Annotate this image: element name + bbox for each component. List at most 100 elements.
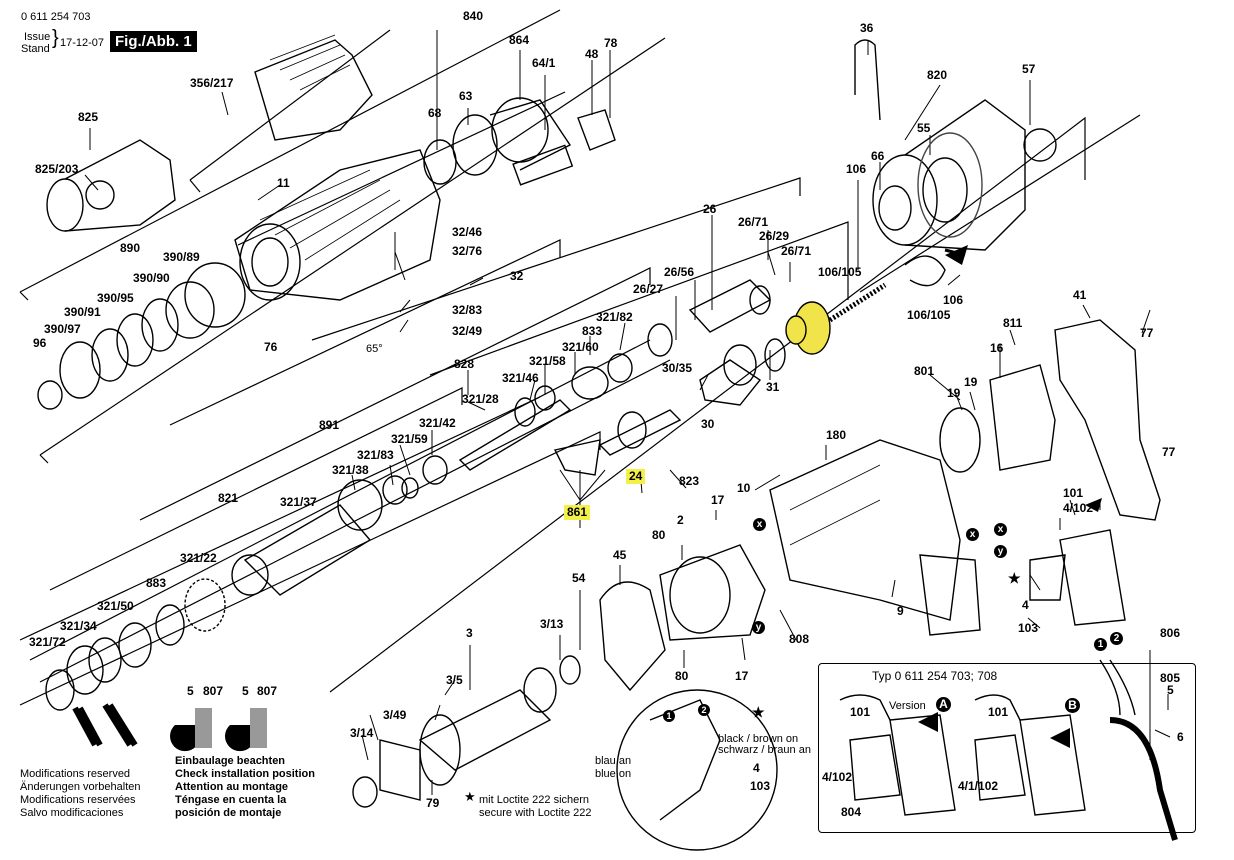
part-label: 390/91 — [64, 305, 101, 319]
part-label: 19 — [947, 386, 961, 400]
part-label: 106 — [846, 162, 867, 176]
part-label: 321/34 — [60, 619, 97, 633]
inset-title: Typ 0 611 254 703; 708 — [872, 669, 998, 683]
callout-2: 2 — [698, 704, 710, 716]
part-label: 11 — [277, 176, 290, 190]
part-label: 808 — [789, 632, 810, 646]
part-label: 26/56 — [664, 265, 695, 279]
part-label: 833 — [582, 324, 603, 338]
part-label: 321/58 — [529, 354, 566, 368]
part-label: 3/49 — [383, 708, 407, 722]
part-label: 840 — [463, 9, 484, 23]
part-label: 883 — [146, 576, 167, 590]
part-label: 801 — [914, 364, 935, 378]
part-label: 16 — [990, 341, 1004, 355]
part-label: 103 — [750, 779, 771, 793]
part-label: 106/105 — [907, 308, 951, 322]
part-label: 32/49 — [452, 324, 483, 338]
part-label: 57 — [1022, 62, 1036, 76]
issue-date: 17-12-07 — [60, 37, 105, 49]
star-icon: ★ — [752, 704, 765, 720]
part-label: 4/102 — [822, 770, 853, 784]
part-label: 825/203 — [35, 162, 79, 176]
part-label: 68 — [428, 106, 442, 120]
part-label: 96 — [33, 336, 47, 350]
part-label: 55 — [917, 121, 931, 135]
part-label: 807 — [257, 684, 278, 698]
part-label: 54 — [572, 571, 586, 585]
part-label: 19 — [964, 375, 978, 389]
part-label: 821 — [218, 491, 239, 505]
part-label: 31 — [766, 380, 780, 394]
part-label: 321/50 — [97, 599, 134, 613]
part-label: 32/46 — [452, 225, 483, 239]
part-label: 26/71 — [781, 244, 812, 258]
part-label: 79 — [426, 796, 440, 810]
part-label: 321/82 — [596, 310, 633, 324]
part-label: 64/1 — [532, 56, 556, 70]
part-label: 17 — [711, 493, 725, 507]
part-label: 36 — [860, 21, 874, 35]
callout-1: 1 — [1094, 638, 1107, 651]
part-label: 106/105 — [818, 265, 862, 279]
stand-label: Stand — [21, 43, 50, 55]
part-label: 5 — [187, 684, 194, 698]
part-label-highlighted: 24 — [626, 469, 646, 484]
part-label: 76 — [264, 340, 278, 354]
part-label: 890 — [120, 241, 141, 255]
part-label: 805 — [1160, 671, 1181, 685]
part-label: 6 — [1177, 730, 1184, 744]
callout-x: x — [994, 523, 1007, 536]
part-label: 65° — [366, 343, 383, 355]
part-label: 820 — [927, 68, 948, 82]
part-label: 807 — [203, 684, 224, 698]
version-b-badge: B — [1065, 698, 1080, 713]
part-label: 180 — [826, 428, 847, 442]
part-label: 811 — [1003, 316, 1023, 330]
part-label: 78 — [604, 36, 618, 50]
part-label: 10 — [737, 481, 751, 495]
part-label: 30 — [701, 417, 715, 431]
part-label: 4/1/102 — [958, 779, 999, 793]
part-label: 891 — [319, 418, 340, 432]
part-label-highlighted: 861 — [564, 505, 591, 520]
wiring-note: schwarz / braun an — [718, 744, 811, 756]
part-label: 26/27 — [633, 282, 664, 296]
part-label: 26/71 — [738, 215, 769, 229]
callout-y: y — [994, 545, 1007, 558]
part-label: 77 — [1140, 326, 1154, 340]
version-a-badge: A — [936, 697, 951, 712]
part-label: 356/217 — [190, 76, 234, 90]
part-label: 3/5 — [446, 673, 463, 687]
part-label: 3/14 — [350, 726, 374, 740]
figure-badge: Fig./Abb. 1 — [110, 31, 197, 52]
part-label: 5 — [242, 684, 249, 698]
issue-label: Issue — [24, 31, 51, 43]
part-label: 2 — [677, 513, 684, 527]
wiring-note: blue on — [595, 768, 632, 780]
part-label: 321/60 — [562, 340, 599, 354]
part-label: 106 — [943, 293, 964, 307]
part-label: 101 — [850, 705, 871, 719]
part-label: 390/95 — [97, 291, 134, 305]
part-label: 4/102 — [1063, 501, 1094, 515]
callout-x: x — [966, 528, 979, 541]
part-label: 321/46 — [502, 371, 539, 385]
part-label: 321/42 — [419, 416, 456, 430]
part-label: 26 — [703, 202, 717, 216]
part-label: 321/38 — [332, 463, 369, 477]
part-label: 321/28 — [462, 392, 499, 406]
part-label: 32 — [510, 269, 524, 283]
part-label: 32/76 — [452, 244, 483, 258]
part-label: 823 — [679, 474, 700, 488]
part-label: 41 — [1073, 288, 1087, 302]
part-label: 321/59 — [391, 432, 428, 446]
part-label: 17 — [735, 669, 749, 683]
callout-y: y — [752, 621, 765, 634]
callout-1: 1 — [663, 710, 675, 722]
part-label: 321/37 — [280, 495, 317, 509]
part-label: 101 — [1063, 486, 1084, 500]
part-label: 321/22 — [180, 551, 217, 565]
part-label: 390/97 — [44, 322, 81, 336]
